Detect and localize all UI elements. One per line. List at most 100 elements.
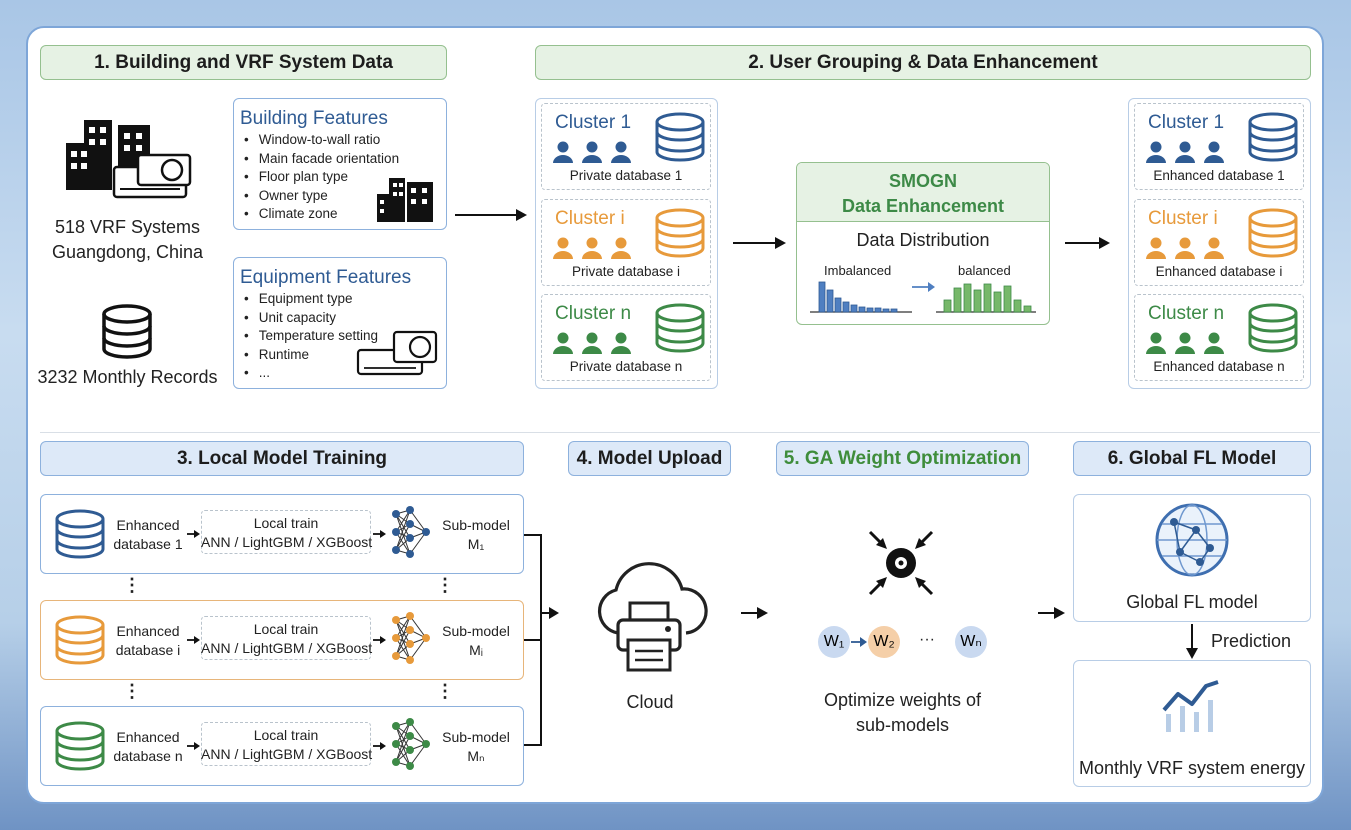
local-train-box (201, 722, 371, 766)
building-features-list: Window-to-wall ratio Main facade orienta… (242, 131, 399, 224)
cluster-name: Cluster 1 (1148, 112, 1225, 133)
energy-output-box (1073, 660, 1311, 787)
balanced-label: balanced (958, 263, 1011, 278)
arrow-icon (187, 742, 200, 750)
equipment-features-list: Equipment type Unit capacity Temperature… (242, 290, 378, 383)
cluster-name: Cluster 1 (555, 112, 632, 133)
local-train-title: Local train (253, 727, 319, 743)
section-divider (40, 432, 1320, 433)
database-icon (55, 509, 105, 559)
cluster-name: Cluster i (1148, 208, 1218, 229)
feature-item: Equipment type (242, 290, 378, 309)
database-icon (1248, 112, 1298, 162)
section6-title: 6. Global FL Model (1107, 447, 1277, 469)
local-train-title: Local train (253, 515, 319, 531)
section1-title: 1. Building and VRF System Data (94, 51, 393, 73)
feature-item: Runtime (242, 346, 378, 365)
local-train-box (201, 616, 371, 660)
down-arrow-icon (1186, 624, 1198, 659)
section5-title: 5. GA Weight Optimization (783, 447, 1022, 469)
section4-header: 4. Model Upload (568, 441, 731, 476)
global-model-label: Global FL model (1126, 592, 1258, 612)
neural-network-icon (392, 506, 430, 558)
database-icon (655, 303, 705, 353)
users-icon (553, 237, 633, 261)
local-train-methods: ANN / LightGBM / XGBoost (201, 746, 373, 762)
distribution-title: Data Distribution (856, 230, 990, 250)
arrow-icon (187, 636, 200, 644)
feature-item: Temperature setting (242, 327, 378, 346)
neural-network-icon (392, 612, 430, 664)
section3-title: 3. Local Model Training (176, 447, 388, 469)
distribution-chart (810, 281, 1036, 313)
energy-output-label: Monthly VRF system energy (1078, 758, 1306, 778)
private-database-label: Private database i (571, 264, 681, 279)
smogn-header (797, 163, 1049, 222)
enhanced-database-label: Enhanced database 1 (1153, 168, 1285, 183)
feature-item: ... (242, 364, 378, 383)
feature-item: Window-to-wall ratio (242, 131, 399, 150)
neural-network-icon (392, 718, 430, 770)
feature-item: Climate zone (242, 205, 399, 224)
cloud-label: Cloud (626, 692, 674, 712)
buildings-icon (377, 178, 433, 222)
users-icon (1146, 237, 1226, 261)
section6-header: 6. Global FL Model (1073, 441, 1311, 476)
arrow-icon (455, 209, 527, 221)
arrow-icon (373, 742, 386, 750)
database-icon (55, 721, 105, 771)
merge-bracket (524, 534, 559, 746)
feature-item: Owner type (242, 187, 399, 206)
ellipsis: ⋮ (123, 681, 141, 701)
global-network-icon (1155, 503, 1229, 577)
arrow-icon (741, 607, 768, 619)
ellipsis: ⋮ (436, 575, 454, 595)
weight-w1: W₁ (818, 626, 850, 658)
ellipsis: ⋮ (123, 575, 141, 595)
ellipsis: ⋮ (436, 681, 454, 701)
database-icon (1248, 303, 1298, 353)
private-database-label: Private database 1 (569, 168, 683, 183)
arrow-icon (1065, 237, 1110, 249)
section3-header: 3. Local Model Training (40, 441, 524, 476)
local-train-title: Local train (253, 621, 319, 637)
arrow-icon (1038, 607, 1065, 619)
weight-wn: Wₙ (955, 626, 987, 658)
prediction-label: Prediction (1211, 631, 1292, 651)
users-icon (1146, 141, 1226, 165)
trend-chart-icon (1162, 680, 1219, 732)
feature-item: Unit capacity (242, 309, 378, 328)
database-icon (1248, 208, 1298, 258)
building-features-title: Building Features (240, 108, 388, 129)
arrow-icon (187, 530, 200, 538)
arrow-icon (373, 636, 386, 644)
arrow-icon (851, 637, 867, 647)
local-train-box (201, 510, 371, 554)
feature-item: Main facade orientation (242, 150, 399, 169)
section2-header: 2. User Grouping & Data Enhancement (535, 45, 1311, 80)
optimization-target-icon (868, 530, 934, 596)
local-train-methods: ANN / LightGBM / XGBoost (201, 534, 373, 550)
users-icon (553, 141, 633, 165)
weight-w2: W₂ (868, 626, 900, 658)
cluster-name: Cluster n (555, 303, 632, 324)
cluster-name: Cluster n (1148, 303, 1225, 324)
database-icon (55, 615, 105, 665)
section5-header: 5. GA Weight Optimization (776, 441, 1029, 476)
database-icon (655, 208, 705, 258)
section4-title: 4. Model Upload (576, 447, 723, 469)
section1-header: 1. Building and VRF System Data (40, 45, 447, 80)
building-ac-icon (66, 120, 192, 199)
users-icon (553, 332, 633, 356)
enhanced-database-label: Enhanced database n (1153, 359, 1285, 374)
feature-item: Floor plan type (242, 168, 399, 187)
weight-ellipsis: ··· (919, 631, 935, 648)
private-database-label: Private database n (569, 359, 683, 374)
